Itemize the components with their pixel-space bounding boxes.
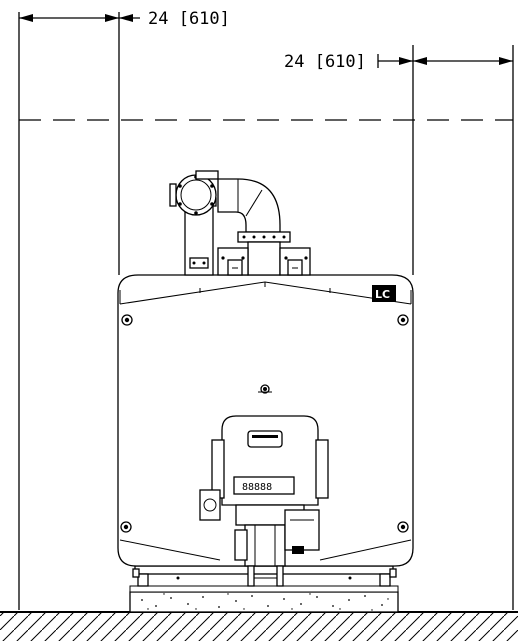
concrete-pad — [129, 585, 399, 613]
burner-display-readout: 88888 — [242, 482, 272, 493]
logo-badge: LC — [372, 285, 396, 302]
corner-bolts — [120, 314, 409, 533]
logo-text: LC — [375, 288, 390, 301]
clearance-envelope — [18, 12, 514, 610]
vent-piping — [169, 170, 311, 276]
right-dimension-label: 24 [610] — [284, 52, 366, 72]
burner-assembly: 88888 — [199, 415, 329, 587]
floor — [0, 611, 518, 641]
right-dimension: 24 [610] — [284, 52, 513, 72]
left-dimension: 24 [610] — [19, 9, 230, 29]
left-dimension-label: 24 [610] — [148, 9, 230, 29]
base-frame — [132, 565, 397, 587]
